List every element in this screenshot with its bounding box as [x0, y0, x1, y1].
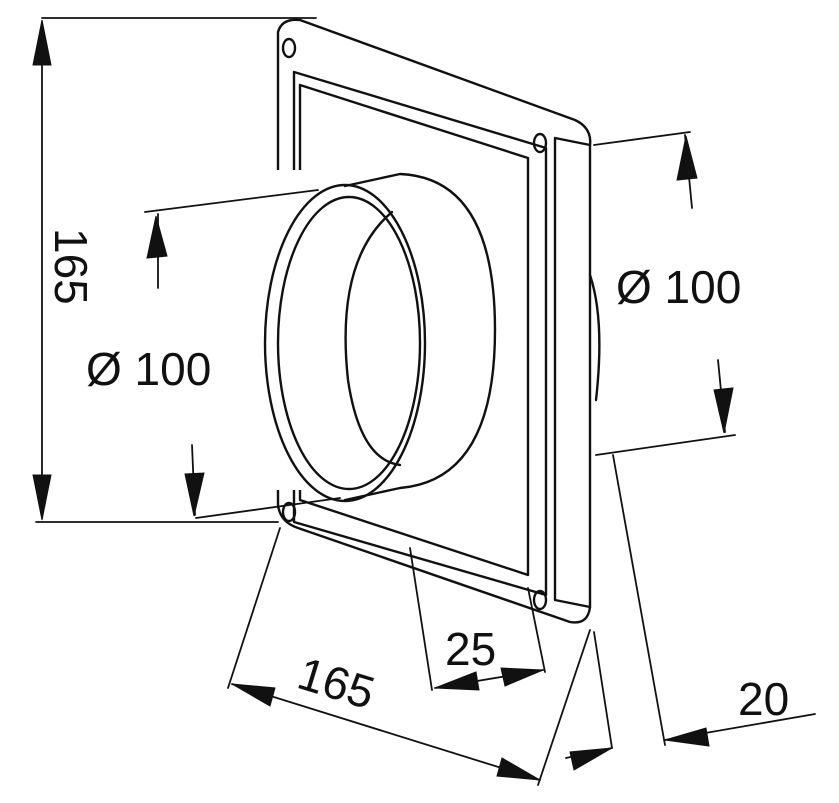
dim-height-label: 165	[45, 228, 97, 305]
dim-height: 165	[32, 17, 317, 523]
spigot-front-rim-inner	[276, 195, 422, 491]
dim-frame-depth: 20	[565, 454, 816, 771]
frame-depth-edge	[553, 136, 592, 609]
screw-hole-top-left	[281, 37, 297, 59]
rear-spigot	[588, 273, 601, 402]
dim-diameter-rear-label: Ø 100	[616, 261, 741, 313]
dim-frame-depth-label: 20	[738, 673, 789, 725]
screw-hole-bottom-left	[281, 501, 297, 523]
screw-hole-top-right	[532, 132, 548, 154]
dim-diameter-front-label: Ø 100	[86, 343, 211, 395]
spigot	[263, 170, 500, 503]
spigot-body	[343, 172, 497, 502]
dim-diameter-front: Ø 100	[86, 189, 341, 519]
spigot-front-rim-outer	[263, 183, 427, 503]
spigot-inner-back	[344, 210, 402, 467]
dim-spigot-depth: 25	[409, 547, 546, 691]
screw-hole-bottom-right	[532, 589, 548, 611]
dim-diameter-rear: Ø 100	[593, 131, 741, 456]
dim-width-label: 165	[292, 647, 381, 719]
dim-spigot-depth-label: 25	[445, 623, 496, 675]
